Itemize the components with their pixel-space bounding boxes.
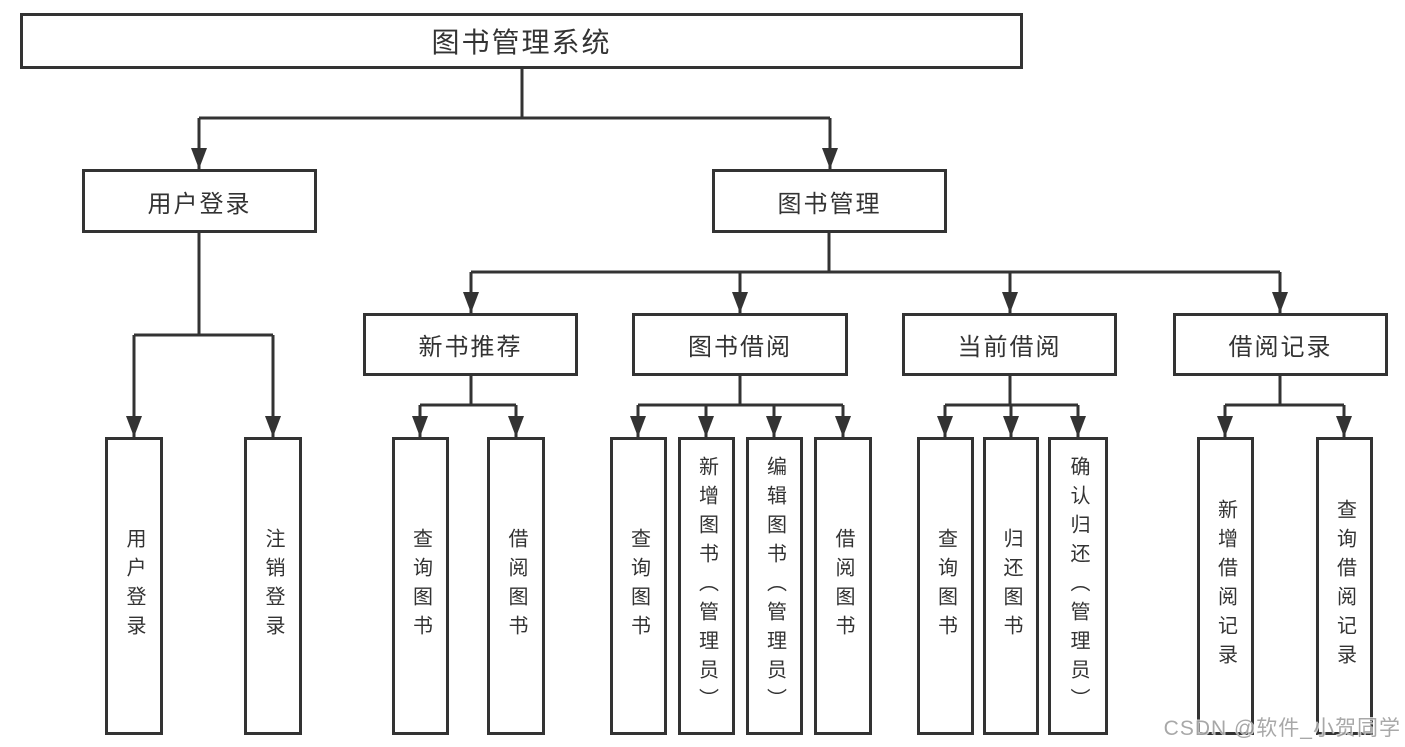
node-borrowing-records: 借阅记录 — [1173, 313, 1388, 376]
leaf-query-books-borrow: 查询图书 — [610, 437, 667, 735]
node-book-management: 图书管理 — [712, 169, 947, 233]
leaf-logout-label: 注销登录 — [262, 528, 284, 644]
leaf-query-books-recommend: 查询图书 — [392, 437, 449, 735]
node-current-borrowing-label: 当前借阅 — [957, 334, 1062, 361]
leaf-user-login-label: 用户登录 — [123, 528, 145, 644]
node-new-book-recommendation: 新书推荐 — [363, 313, 578, 376]
leaf-confirm-return-admin-label: 确认归还（管理员） — [1067, 455, 1089, 717]
node-book-management-label: 图书管理 — [777, 190, 882, 218]
node-user-login: 用户登录 — [82, 169, 317, 233]
node-user-login-label: 用户登录 — [147, 190, 252, 218]
leaf-confirm-return-admin: 确认归还（管理员） — [1048, 437, 1108, 735]
leaf-query-books-recommend-label: 查询图书 — [409, 528, 432, 644]
leaf-add-borrow-record: 新增借阅记录 — [1197, 437, 1254, 735]
leaf-borrow-books-borrow: 借阅图书 — [814, 437, 872, 735]
leaf-add-borrow-record-label: 新增借阅记录 — [1214, 499, 1237, 673]
leaf-add-book-admin: 新增图书（管理员） — [678, 437, 735, 735]
leaf-return-books: 归还图书 — [983, 437, 1039, 735]
node-current-borrowing: 当前借阅 — [902, 313, 1117, 376]
leaf-borrow-books-recommend-label: 借阅图书 — [505, 528, 527, 644]
leaf-query-borrow-record: 查询借阅记录 — [1316, 437, 1373, 735]
leaf-query-books-current-label: 查询图书 — [934, 528, 957, 644]
leaf-logout: 注销登录 — [244, 437, 302, 735]
leaf-query-books-current: 查询图书 — [917, 437, 974, 735]
csdn-watermark: CSDN @软件_小贺同学 — [1163, 717, 1401, 740]
leaf-borrow-books-borrow-label: 借阅图书 — [832, 528, 854, 644]
leaf-query-borrow-record-label: 查询借阅记录 — [1333, 499, 1356, 673]
node-new-book-recommendation-label: 新书推荐 — [418, 334, 523, 361]
node-borrowing-records-label: 借阅记录 — [1228, 334, 1333, 361]
node-book-borrowing: 图书借阅 — [632, 313, 848, 376]
arrowheads — [126, 148, 1352, 437]
leaf-edit-book-admin-label: 编辑图书（管理员） — [763, 455, 786, 717]
leaf-edit-book-admin: 编辑图书（管理员） — [746, 437, 803, 735]
node-library-system-label: 图书管理系统 — [431, 27, 612, 58]
leaf-user-login: 用户登录 — [105, 437, 163, 735]
leaf-add-book-admin-label: 新增图书（管理员） — [695, 455, 718, 717]
node-book-borrowing-label: 图书借阅 — [688, 334, 792, 361]
connector-path — [132, 69, 1346, 437]
leaf-query-books-borrow-label: 查询图书 — [627, 528, 650, 644]
node-library-system: 图书管理系统 — [20, 13, 1023, 69]
leaf-borrow-books-recommend: 借阅图书 — [487, 437, 545, 735]
leaf-return-books-label: 归还图书 — [1000, 528, 1022, 644]
